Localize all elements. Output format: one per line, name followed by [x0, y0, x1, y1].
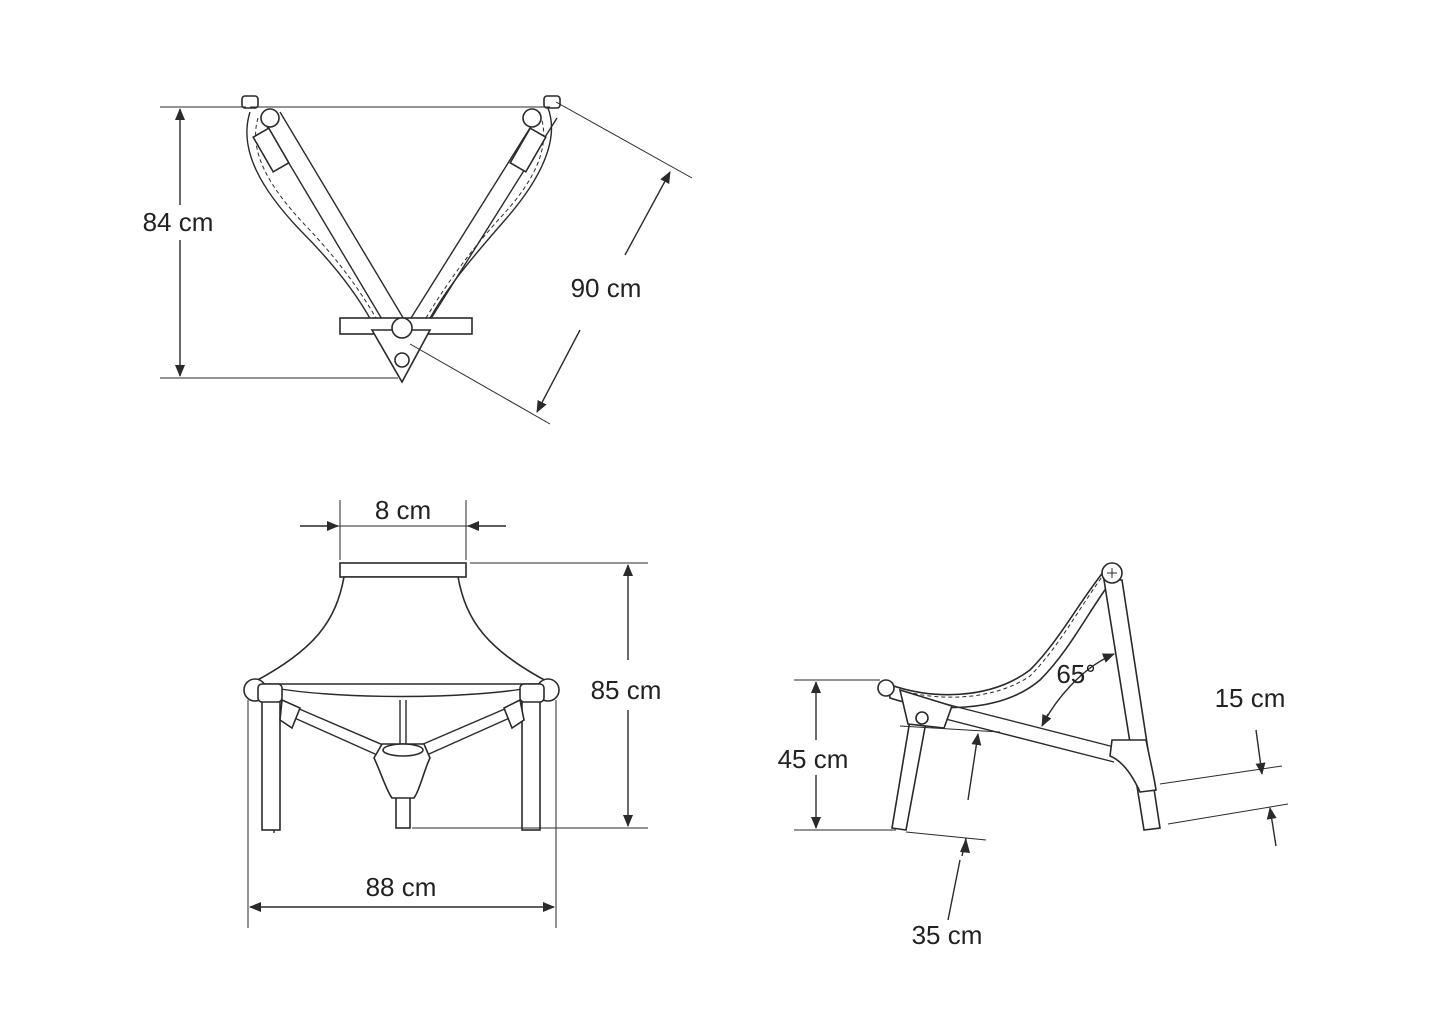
front-view-headrest	[339, 562, 467, 578]
top-view-side-dimension: 90 cm	[409, 101, 693, 425]
top-view: 84 cm 90 cm	[143, 95, 693, 425]
dimension-label-84: 84 cm	[143, 207, 214, 237]
front-view-headrest-dimension: 8 cm	[300, 495, 506, 560]
side-view-offset-dimension: 15 cm	[1159, 683, 1289, 847]
front-view: 8 cm 85 cm 88 cm	[243, 495, 662, 928]
side-view: 65° 45 cm 35 cm 15 cm	[778, 562, 1289, 950]
front-view-width-dimension: 88 cm	[247, 700, 557, 928]
front-view-leg-left	[261, 695, 281, 831]
dimension-label-35: 35 cm	[912, 920, 983, 950]
top-view-leg-left	[261, 111, 409, 337]
dimension-label-90: 90 cm	[571, 273, 642, 303]
front-view-leg-right	[521, 695, 541, 831]
top-view-cap-left	[241, 95, 259, 109]
side-view-front-knob	[877, 679, 895, 697]
dimension-label-65: 65°	[1056, 659, 1095, 689]
dimension-label-85: 85 cm	[591, 675, 662, 705]
front-view-seat	[249, 576, 553, 685]
front-view-height-dimension: 85 cm	[412, 562, 662, 829]
dimension-label-88: 88 cm	[366, 872, 437, 902]
dimension-label-8: 8 cm	[375, 495, 431, 525]
front-view-hub	[373, 743, 431, 799]
side-view-angle-dimension: 65°	[1041, 653, 1115, 727]
side-view-depth-dimension: 35 cm	[899, 725, 1001, 950]
top-view-cap-right	[543, 95, 561, 109]
side-view-front-joint	[898, 688, 954, 729]
side-view-height-dimension: 45 cm	[778, 679, 896, 831]
top-view-seat	[246, 107, 553, 323]
top-view-height-dimension: 84 cm	[143, 106, 398, 379]
side-view-rear-leg	[1103, 579, 1161, 831]
side-view-front-leg	[891, 719, 927, 831]
dimension-label-45: 45 cm	[778, 744, 849, 774]
dimension-label-15: 15 cm	[1215, 683, 1286, 713]
